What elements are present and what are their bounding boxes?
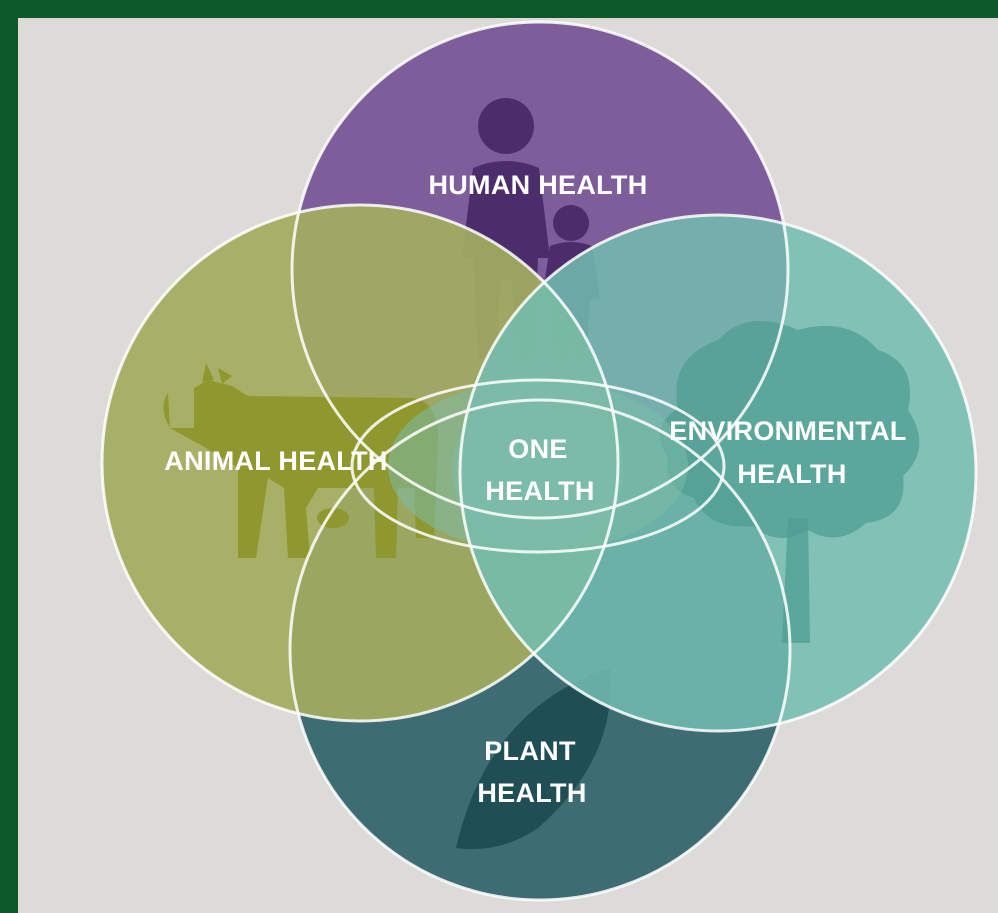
environmental-health-label-line1: ENVIRONMENTAL <box>669 416 906 446</box>
one-health-venn-diagram: HUMAN HEALTH ANIMAL HEALTH ENVIRONMENTAL… <box>100 20 978 902</box>
plant-health-label-line2: HEALTH <box>477 778 586 808</box>
plant-health-label-line1: PLANT <box>484 736 576 766</box>
environmental-health-label-line2: HEALTH <box>737 459 846 489</box>
one-health-core <box>452 384 624 556</box>
leaf-icon <box>456 668 611 850</box>
human-health-label: HUMAN HEALTH <box>428 170 647 200</box>
circle-outlines <box>100 20 978 902</box>
cow-icon <box>163 363 439 558</box>
animal-health-label: ANIMAL HEALTH <box>164 446 387 476</box>
one-health-label-line1: ONE <box>508 434 567 464</box>
diagram-canvas: HUMAN HEALTH ANIMAL HEALTH ENVIRONMENTAL… <box>18 18 998 913</box>
one-health-label-line2: HEALTH <box>485 476 594 506</box>
